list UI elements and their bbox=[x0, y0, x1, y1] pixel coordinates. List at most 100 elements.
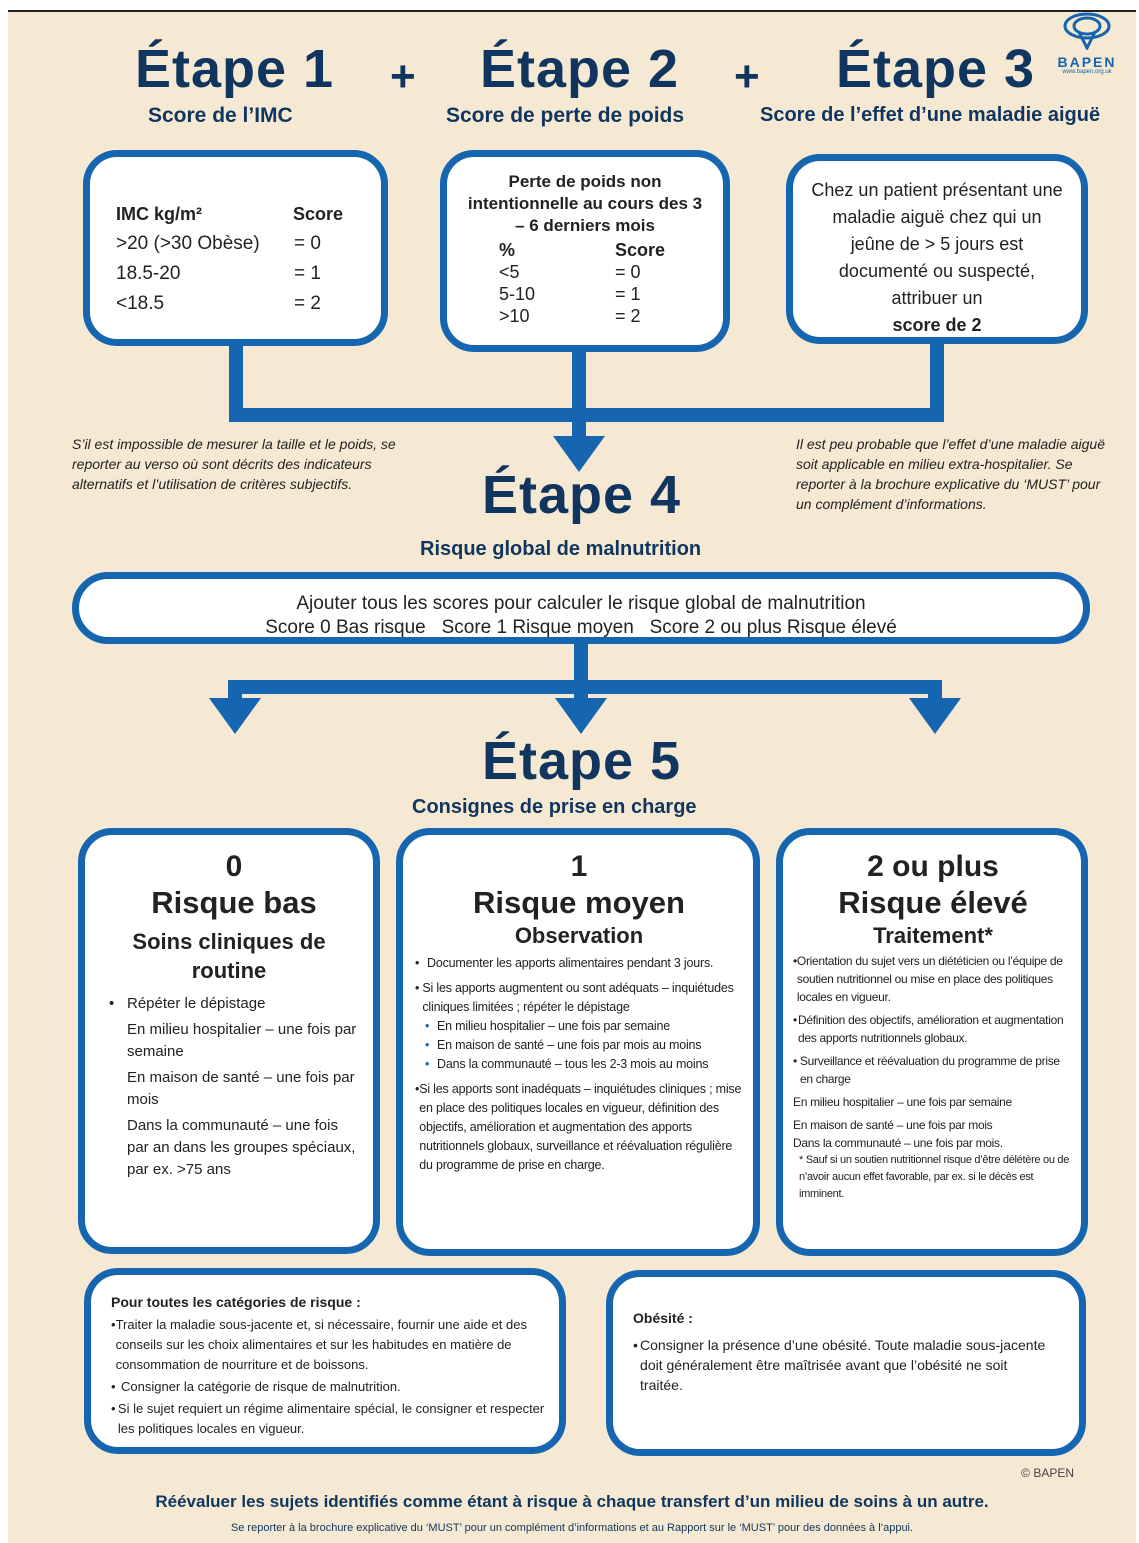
down-arrow-icon bbox=[553, 436, 605, 472]
step2-title: Étape 2 bbox=[480, 39, 680, 99]
footer-reassess: Réévaluer les sujets identifiés comme ét… bbox=[155, 1492, 989, 1511]
weight-loss-row-label: 5-10 bbox=[499, 284, 536, 304]
footnote: Se reporter à la brochure explicative du… bbox=[230, 1522, 914, 1534]
medium-risk-subbullet: En milieu hospitalier – une fois par sem… bbox=[437, 1019, 670, 1033]
step4-subtitle: Risque global de malnutrition bbox=[420, 538, 702, 560]
all-categories-box: Pour toutes les catégories de risque : •… bbox=[84, 1268, 566, 1454]
note-left: S’il est impossible de mesurer la taille… bbox=[72, 436, 396, 492]
down-arrow-icon bbox=[209, 698, 261, 734]
high-risk-footnote: * Sauf si un soutien nutritionnel risque… bbox=[799, 1154, 1070, 1200]
high-risk-bullet: Orientation du sujet vers un diététicien… bbox=[796, 954, 1063, 1004]
imc-header: IMC kg/m² bbox=[116, 204, 203, 224]
low-risk-line: En maison de santé – une fois par mois bbox=[127, 1069, 355, 1108]
acute-disease-text: Chez un patient présentant une maladie a… bbox=[811, 180, 1063, 308]
medium-risk-bullet: Si les apports sont inadéquats – inquiét… bbox=[419, 1082, 742, 1172]
down-arrow-icon bbox=[555, 698, 607, 734]
global-risk-box: Ajouter tous les scores pour calculer le… bbox=[72, 572, 1090, 644]
weight-loss-score-header: Score bbox=[615, 240, 666, 260]
step2-subtitle: Score de perte de poids bbox=[446, 104, 685, 127]
low-risk-bullet: Répéter le dépistage bbox=[127, 995, 266, 1012]
plus-sign-2: + bbox=[734, 52, 760, 101]
weight-loss-row-score: = 1 bbox=[615, 284, 641, 304]
medium-risk-subbullet: En maison de santé – une fois par mois a… bbox=[437, 1038, 702, 1052]
medium-risk-subbullet: Dans la communauté – tous les 2-3 mois a… bbox=[437, 1057, 709, 1071]
high-risk-line: Dans la communauté – une fois par mois. bbox=[793, 1136, 1003, 1150]
high-risk-title: Risque élevé bbox=[838, 885, 1028, 920]
medium-risk-subtitle: Observation bbox=[514, 923, 644, 948]
connector bbox=[229, 408, 944, 422]
step5-title: Étape 5 bbox=[482, 731, 682, 791]
bullet-icon: • bbox=[415, 981, 420, 995]
global-risk-line1: Ajouter tous les scores pour calculer le… bbox=[296, 593, 866, 614]
low-risk-title: Risque bas bbox=[151, 885, 317, 920]
high-risk-box: 2 ou plus Risque élevé Traitement* •Orie… bbox=[776, 828, 1088, 1256]
low-risk-line: En milieu hospitalier – une fois par sem… bbox=[127, 1021, 357, 1060]
bullet-icon: • bbox=[793, 1054, 797, 1068]
imc-box: IMC kg/m² Score >20 (>30 Obèse)= 0 18.5-… bbox=[83, 150, 388, 346]
high-risk-bullet: Définition des objectifs, amélioration e… bbox=[798, 1013, 1064, 1045]
imc-row-score: = 0 bbox=[294, 233, 321, 254]
weight-loss-title: Perte de poids non intentionnelle au cou… bbox=[467, 172, 703, 235]
medium-risk-box: 1 Risque moyen Observation •Documenter l… bbox=[396, 828, 760, 1256]
acute-disease-score: score de 2 bbox=[892, 315, 982, 335]
bapen-logo: BAPEN www.bapen.org.uk bbox=[1044, 12, 1130, 76]
connector bbox=[928, 680, 942, 702]
bullet-icon: • bbox=[415, 956, 420, 970]
weight-loss-box: Perte de poids non intentionnelle au cou… bbox=[440, 150, 730, 352]
connector bbox=[574, 680, 588, 702]
step3-title: Étape 3 bbox=[836, 39, 1036, 99]
weight-loss-row-score: = 2 bbox=[615, 306, 641, 326]
bullet-icon: • bbox=[425, 1038, 430, 1052]
low-risk-score: 0 bbox=[225, 850, 243, 883]
down-arrow-icon bbox=[909, 698, 961, 734]
obesity-box: Obésité : • Consigner la présence d’une … bbox=[606, 1270, 1086, 1456]
all-categories-item: Consigner la catégorie de risque de maln… bbox=[121, 1379, 401, 1394]
medium-risk-bullet: Si les apports augmentent ou sont adéqua… bbox=[422, 981, 734, 1014]
imc-score-header: Score bbox=[292, 204, 343, 224]
bullet-icon: • bbox=[111, 1317, 116, 1332]
medium-risk-score: 1 bbox=[570, 850, 588, 883]
connector bbox=[930, 342, 944, 420]
connector bbox=[228, 680, 242, 702]
all-categories-item: Traiter la maladie sous-jacente et, si n… bbox=[115, 1317, 527, 1372]
copyright: © BAPEN bbox=[1021, 1466, 1074, 1480]
high-risk-bullet: Surveillance et réévaluation du programm… bbox=[799, 1054, 1060, 1086]
logo-name: BAPEN bbox=[1057, 54, 1117, 70]
bapen-logo-icon bbox=[1063, 12, 1111, 52]
obesity-item: Consigner la présence d’une obésité. Tou… bbox=[640, 1337, 1046, 1393]
imc-row-score: = 2 bbox=[294, 293, 321, 314]
bullet-icon: • bbox=[793, 954, 797, 968]
bullet-icon: • bbox=[793, 1013, 797, 1027]
note-right: Il est peu probable que l’effet d’une ma… bbox=[796, 436, 1105, 512]
step1-title: Étape 1 bbox=[135, 39, 335, 99]
all-categories-item: Si le sujet requiert un régime alimentai… bbox=[117, 1401, 545, 1436]
bullet-icon: • bbox=[111, 1379, 116, 1394]
logo-url: www.bapen.org.uk bbox=[1062, 69, 1112, 75]
medium-risk-title: Risque moyen bbox=[473, 885, 685, 920]
bullet-icon: • bbox=[633, 1337, 638, 1353]
low-risk-subtitle: Soins cliniques de routine bbox=[132, 929, 326, 983]
weight-loss-row-score: = 0 bbox=[615, 262, 641, 282]
global-risk-line2: Score 0 Bas risque Score 1 Risque moyen … bbox=[265, 617, 897, 638]
bullet-icon: • bbox=[111, 1401, 116, 1416]
step5-subtitle: Consignes de prise en charge bbox=[412, 796, 697, 818]
connector bbox=[572, 350, 586, 420]
obesity-title: Obésité : bbox=[633, 1310, 693, 1326]
acute-disease-box: Chez un patient présentant une maladie a… bbox=[786, 154, 1088, 344]
low-risk-line: Dans la communauté – une fois par an dan… bbox=[127, 1117, 356, 1178]
weight-loss-row-label: >10 bbox=[499, 306, 530, 326]
poster: BAPEN www.bapen.org.uk Étape 1 Score de … bbox=[8, 10, 1136, 1543]
step4-title: Étape 4 bbox=[482, 465, 682, 525]
high-risk-line: En maison de santé – une fois par mois bbox=[793, 1118, 993, 1132]
step1-subtitle: Score de l’IMC bbox=[148, 104, 293, 127]
bullet-icon: • bbox=[109, 995, 115, 1012]
connector bbox=[229, 344, 243, 420]
weight-loss-row-label: <5 bbox=[499, 262, 520, 282]
weight-loss-percent-header: % bbox=[499, 240, 516, 260]
high-risk-subtitle: Traitement* bbox=[873, 923, 993, 948]
low-risk-box: 0 Risque bas Soins cliniques de routine … bbox=[78, 828, 380, 1254]
imc-row-label: >20 (>30 Obèse) bbox=[116, 233, 260, 254]
step3-subtitle: Score de l’effet d’une maladie aiguë bbox=[760, 104, 1101, 126]
plus-sign-1: + bbox=[390, 52, 416, 101]
high-risk-line: En milieu hospitalier – une fois par sem… bbox=[793, 1095, 1012, 1109]
